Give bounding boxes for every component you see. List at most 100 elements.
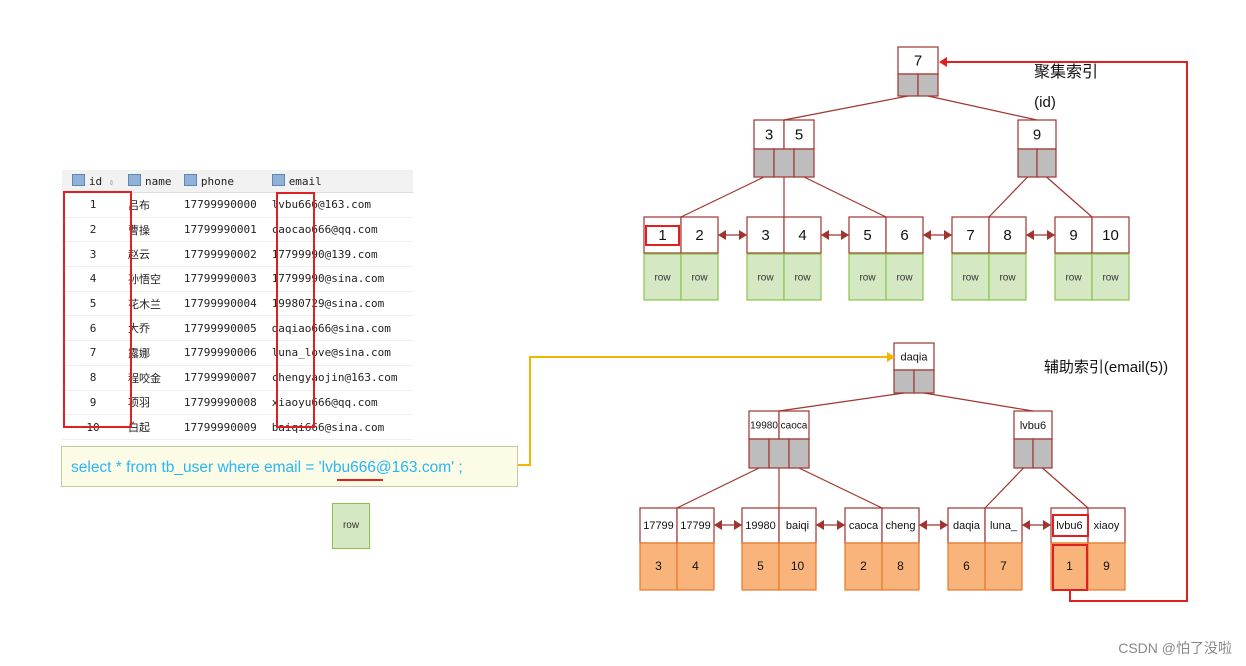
cell-phone: 17799990004 xyxy=(179,291,268,317)
primary-key-cell xyxy=(881,542,920,591)
node-key: 19980 xyxy=(750,421,778,432)
index-key-cell xyxy=(1013,410,1053,440)
pointer-cell xyxy=(773,148,795,178)
sort-icon[interactable]: ⇕ xyxy=(108,178,115,188)
sql-text: select * from tb_user where email = 'lvb… xyxy=(71,459,463,476)
node-key: xiaoy xyxy=(1094,520,1120,532)
primary-key-cell xyxy=(1087,542,1126,591)
pointer-cell xyxy=(1032,438,1053,469)
row-data-cell xyxy=(951,253,990,301)
cell-name: 露娜 xyxy=(124,340,180,366)
email-column-highlight xyxy=(276,192,315,428)
column-icon xyxy=(271,174,285,186)
cell-id: 6 xyxy=(62,315,124,342)
cell-phone: 17799990009 xyxy=(179,414,268,440)
node-key: 3 xyxy=(765,126,773,143)
row-label: row xyxy=(757,273,774,284)
tree-edge xyxy=(1046,176,1093,218)
node-key: 8 xyxy=(1003,227,1011,244)
node-key: baiqi xyxy=(786,520,809,532)
cell-id: 2 xyxy=(62,217,124,243)
primary-key-value: 6 xyxy=(963,559,970,573)
arrow-head xyxy=(718,230,726,240)
pointer-cell xyxy=(897,73,919,97)
row-label: row xyxy=(962,273,979,284)
col-header-email[interactable]: email xyxy=(267,170,413,193)
cell-id: 4 xyxy=(62,266,124,292)
cell-phone: 17799990001 xyxy=(179,217,268,243)
arrow-head xyxy=(923,230,931,240)
pointer-cell xyxy=(788,438,810,469)
leaf-key-cell xyxy=(778,507,817,544)
col-header-phone[interactable]: phone xyxy=(179,170,268,193)
arrow-head xyxy=(837,520,845,530)
tree-edge xyxy=(927,95,1038,121)
cell-email: caocao666@qq.com xyxy=(267,217,413,243)
arrow-head xyxy=(1022,520,1030,530)
row-label: row xyxy=(691,273,708,284)
primary-key-cell xyxy=(947,542,986,591)
cell-email: luna_love@sina.com xyxy=(267,340,413,366)
row-label: row xyxy=(794,273,811,284)
col-header-id[interactable]: id ⇕ xyxy=(62,170,124,193)
primary-key-value: 9 xyxy=(1103,559,1110,573)
arrow-head xyxy=(1043,520,1051,530)
primary-key-cell xyxy=(676,542,715,591)
node-key: 17799 xyxy=(643,520,674,532)
primary-key-value: 7 xyxy=(1000,559,1007,573)
node-key: daqia xyxy=(953,520,981,532)
leaf-key-cell xyxy=(881,507,920,544)
row-data-cell xyxy=(680,253,719,301)
pointer-cell xyxy=(748,438,770,469)
pointer-cell xyxy=(1017,148,1038,178)
matched-key-highlight xyxy=(645,225,680,246)
col-header-name[interactable]: name xyxy=(124,170,180,193)
cell-phone: 17799990008 xyxy=(179,390,268,416)
column-icon xyxy=(183,174,197,186)
node-key: 7 xyxy=(914,52,922,69)
pointer-cell xyxy=(1036,148,1057,178)
cell-phone: 17799990006 xyxy=(179,340,268,366)
sql-to-index-link xyxy=(518,356,888,466)
index-key-cell xyxy=(783,119,815,150)
arrow-head xyxy=(887,352,895,362)
tree-edge xyxy=(798,467,883,509)
secondary-index-title: 辅助索引(email(5)) xyxy=(1044,359,1168,376)
leaf-key-cell xyxy=(1091,216,1130,254)
pointer-cell xyxy=(1013,438,1034,469)
watermark: CSDN @怕了没啦 xyxy=(1118,640,1232,656)
index-key-cell xyxy=(753,119,785,150)
node-key: 2 xyxy=(695,227,703,244)
cell-id: 9 xyxy=(62,390,124,416)
node-key: 17799 xyxy=(680,520,711,532)
row-data-cell xyxy=(783,253,822,301)
primary-key-cell xyxy=(844,542,883,591)
node-key: cheng xyxy=(886,520,916,532)
cell-phone: 17799990000 xyxy=(179,192,268,218)
arrow-head xyxy=(841,230,849,240)
cell-id: 1 xyxy=(62,192,124,218)
sql-value-underline xyxy=(337,479,383,481)
arrow-head xyxy=(919,520,927,530)
arrow-head xyxy=(939,57,947,67)
table-lookup-link xyxy=(945,61,1188,602)
cell-id: 7 xyxy=(62,340,124,366)
tree-edge xyxy=(783,95,909,121)
primary-key-cell xyxy=(639,542,678,591)
tree-edge xyxy=(803,176,887,218)
cell-email: 17799990@139.com xyxy=(267,241,413,268)
cell-name: 程咬金 xyxy=(124,365,180,391)
primary-key-value: 3 xyxy=(655,559,662,573)
primary-key-value: 10 xyxy=(791,559,805,573)
node-key: lvbu6 xyxy=(1056,520,1082,532)
